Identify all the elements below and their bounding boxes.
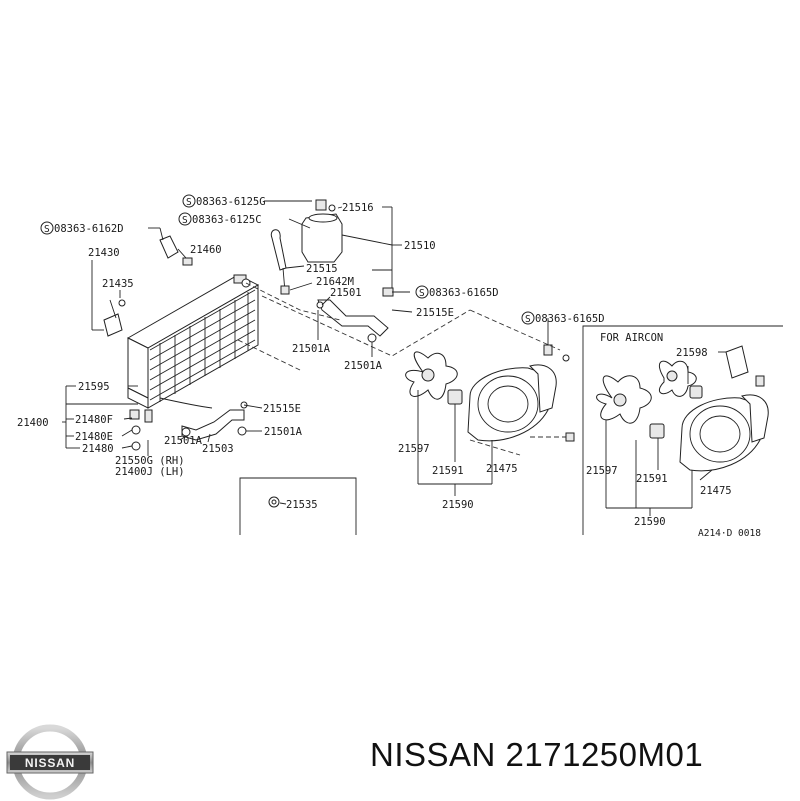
label-21480f: 21480F xyxy=(75,414,113,426)
leader-lines xyxy=(62,200,726,516)
bolt-symbol-s: S xyxy=(186,197,192,208)
label-21460: 21460 xyxy=(190,244,222,256)
clip-21535 xyxy=(268,496,280,508)
label-21515e-top: 21515E xyxy=(416,307,454,319)
label-21503: 21503 xyxy=(202,443,234,455)
label-21400j-lh: 21400J (LH) xyxy=(115,466,185,478)
diagram-code: A214·D 0018 xyxy=(698,528,761,539)
label-21480e: 21480E xyxy=(75,431,113,443)
label-21597-left: 21597 xyxy=(398,443,430,455)
label-21550g-rh: 21550G (RH) xyxy=(115,455,185,467)
reservoir-tank xyxy=(301,199,343,263)
label-21591-right: 21591 xyxy=(636,473,668,485)
upper-radiator-hose xyxy=(316,287,394,343)
label-21501a-mid: 21501A xyxy=(164,435,203,447)
label-21642m: 21642M xyxy=(316,276,354,288)
aircon-box-outline xyxy=(582,325,783,535)
bolt-symbol-s: S xyxy=(44,224,50,235)
label-21515: 21515 xyxy=(306,263,338,275)
label-08363-6162d: 08363-6162D xyxy=(54,223,124,235)
radiator-core xyxy=(126,274,260,409)
drain-plug xyxy=(129,409,153,451)
nissan-logo: NISSAN xyxy=(6,724,94,800)
label-21510: 21510 xyxy=(404,240,436,252)
assembly-dashed-lines xyxy=(237,282,575,456)
aircon-title: FOR AIRCON xyxy=(600,332,663,344)
label-21515e-mid: 21515E xyxy=(263,403,301,415)
bolt-symbol-s: S xyxy=(182,215,188,226)
fan-assembly-left xyxy=(405,344,570,442)
label-21430: 21430 xyxy=(88,247,120,259)
label-08363-6125g: 08363-6125G xyxy=(196,196,266,208)
label-21475-left: 21475 xyxy=(486,463,518,475)
label-21400: 21400 xyxy=(17,417,49,429)
nissan-logo-text: NISSAN xyxy=(25,756,75,770)
label-21535: 21535 xyxy=(286,499,318,511)
label-08363-6165d-right: 08363-6165D xyxy=(535,313,605,325)
reservoir-hose xyxy=(270,229,290,295)
bolt-symbols xyxy=(40,194,535,325)
bolt-symbol-s: S xyxy=(419,288,425,299)
label-21516: 21516 xyxy=(342,202,374,214)
label-21590-left: 21590 xyxy=(442,499,474,511)
lower-radiator-hose xyxy=(159,397,248,441)
label-21591-left: 21591 xyxy=(432,465,464,477)
part-number-caption: NISSAN 2171250M01 xyxy=(370,736,704,773)
label-21501a-right: 21501A xyxy=(344,360,383,372)
label-21590-right: 21590 xyxy=(634,516,666,528)
label-08363-6165d-top: 08363-6165D xyxy=(429,287,499,299)
label-21501a-low: 21501A xyxy=(264,426,303,438)
label-21597-right: 21597 xyxy=(586,465,618,477)
fan-assembly-right xyxy=(596,345,769,472)
label-21480: 21480 xyxy=(82,443,114,455)
label-21501: 21501 xyxy=(330,287,362,299)
label-21435: 21435 xyxy=(102,278,134,290)
label-21595: 21595 xyxy=(78,381,110,393)
label-21475-right: 21475 xyxy=(700,485,732,497)
label-08363-6125c: 08363-6125C xyxy=(192,214,262,226)
radiator-bracket xyxy=(103,235,193,337)
label-21501a-left: 21501A xyxy=(292,343,331,355)
bolt-symbol-s: S xyxy=(525,314,531,325)
clip-box-outline xyxy=(239,477,357,535)
label-21598: 21598 xyxy=(676,347,708,359)
